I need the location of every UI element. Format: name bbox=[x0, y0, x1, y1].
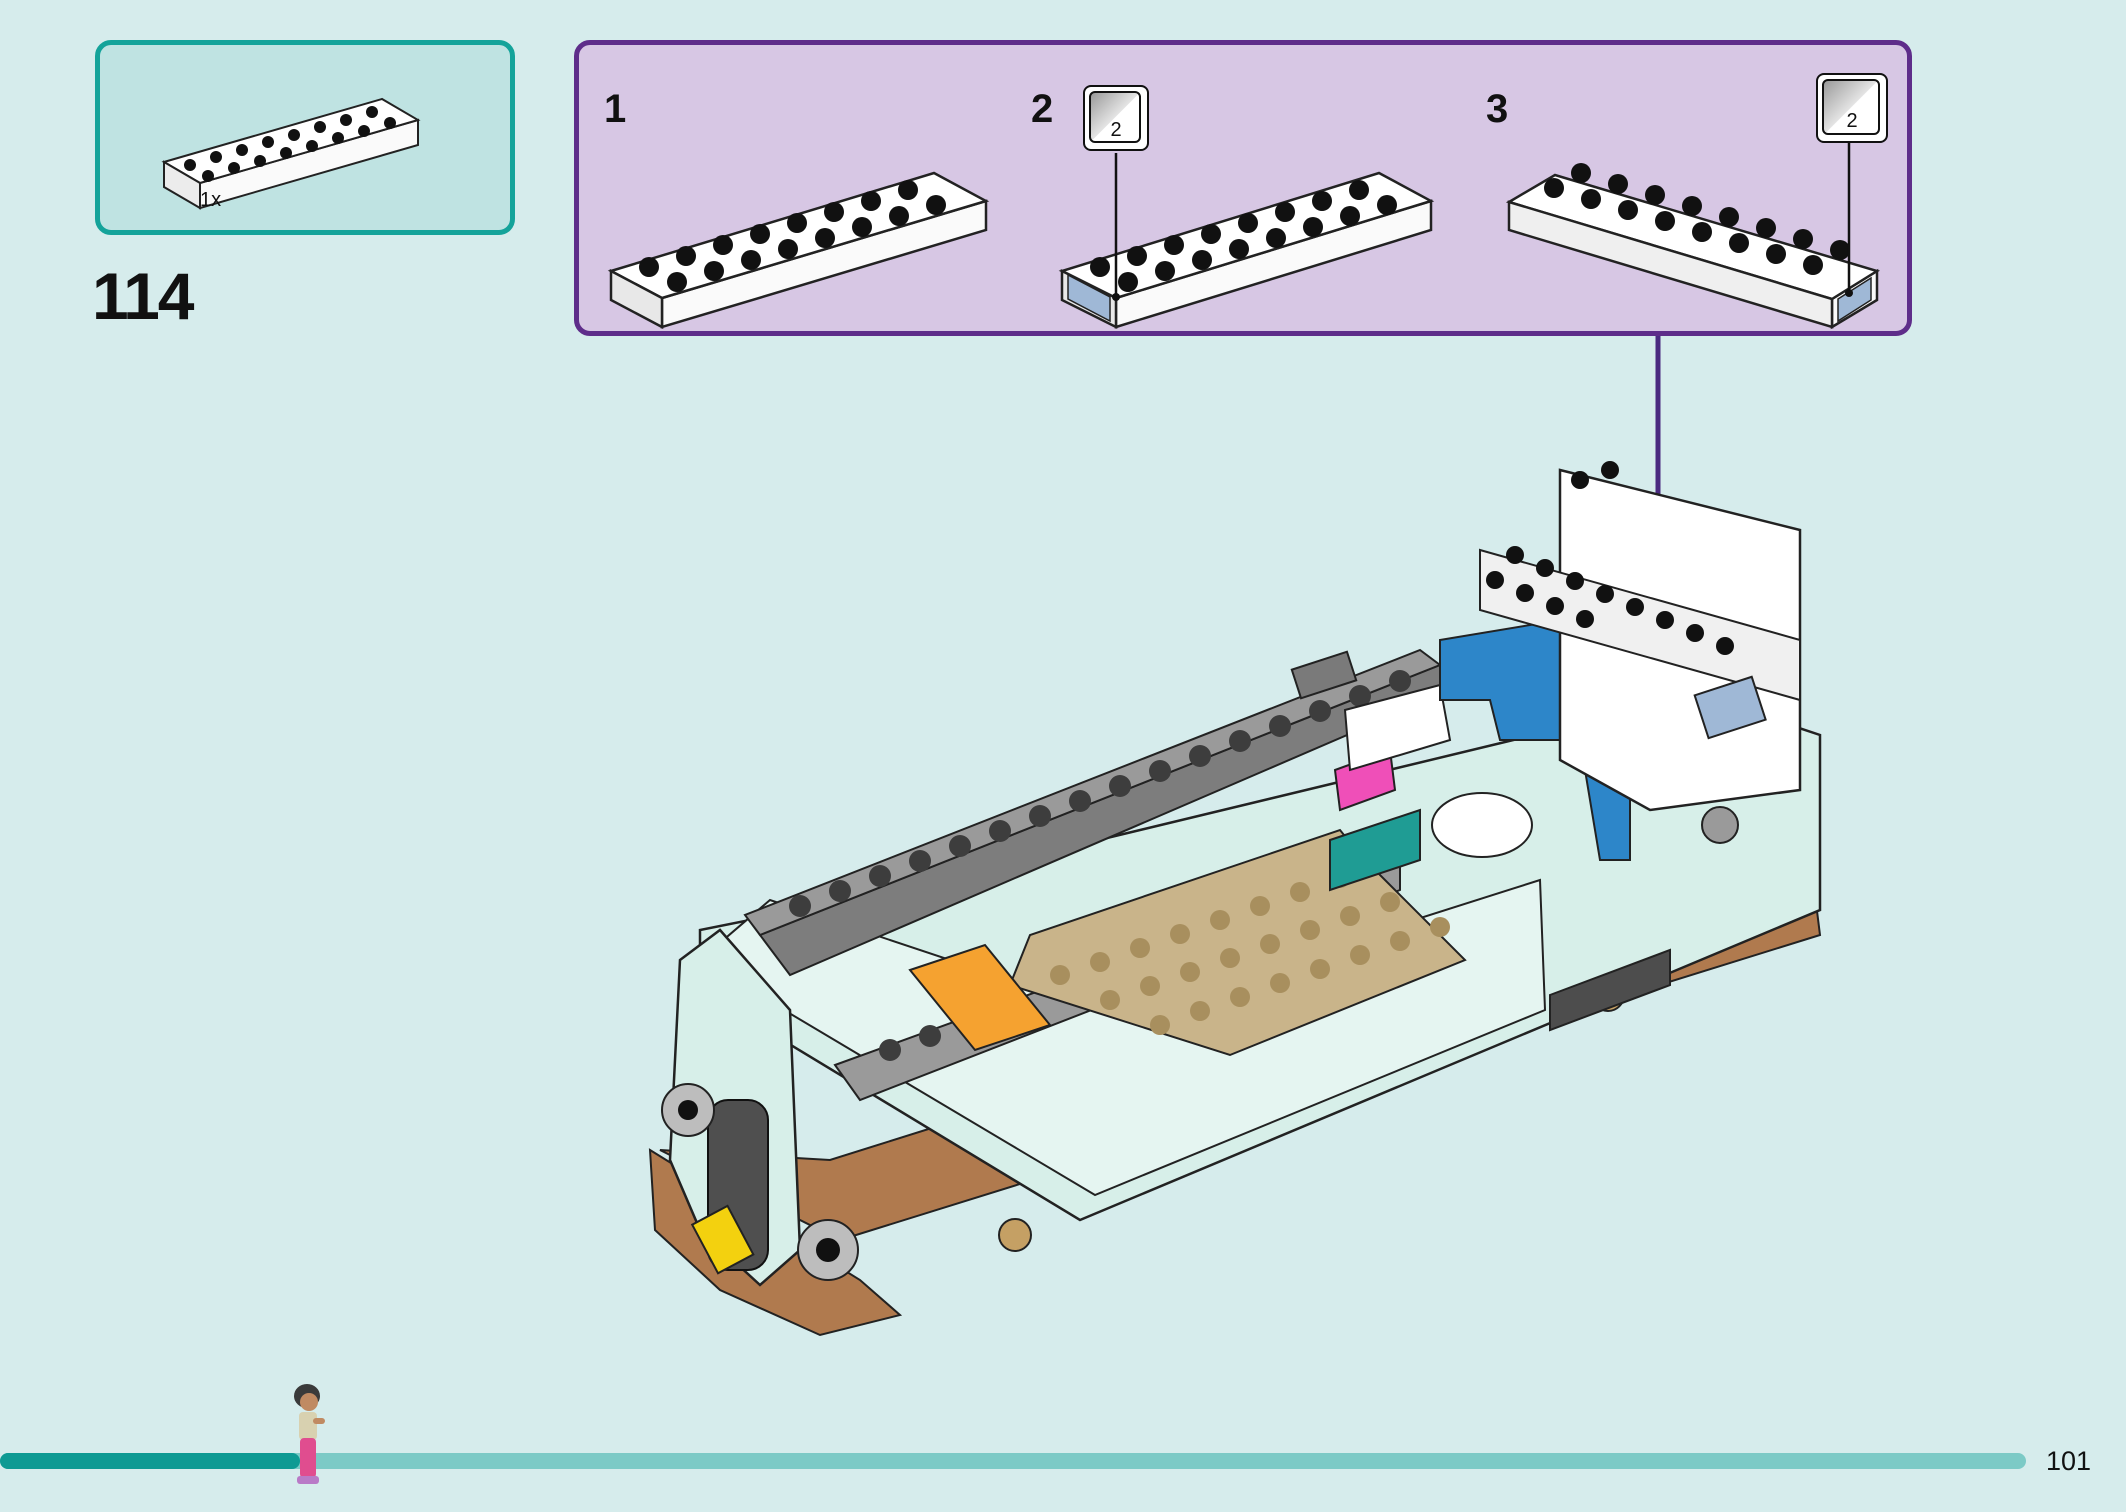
part-quantity: 1x bbox=[200, 189, 222, 211]
substep-callout: 1 2 3 bbox=[574, 40, 1912, 336]
page-number: 101 bbox=[2046, 1446, 2092, 1476]
step-number: 114 bbox=[92, 259, 194, 333]
progress-fill bbox=[0, 1453, 300, 1469]
substep-3-number: 3 bbox=[1486, 87, 1509, 131]
progress-track bbox=[0, 1453, 2026, 1469]
sticker-icon: 2 bbox=[1083, 85, 1149, 151]
sticker-number: 2 bbox=[1846, 110, 1858, 132]
white-brick-2x8-icon bbox=[1505, 143, 1881, 330]
substep-2-number: 2 bbox=[1031, 87, 1054, 131]
minifigure-icon bbox=[294, 1384, 325, 1484]
sticker-number: 2 bbox=[1110, 119, 1122, 141]
white-brick-2x8-icon bbox=[1058, 153, 1435, 330]
parts-callout: 1x bbox=[95, 40, 515, 235]
white-brick-2x8-icon bbox=[161, 97, 421, 210]
sticker-icon: 2 bbox=[1816, 73, 1888, 143]
substep-1-number: 1 bbox=[604, 87, 627, 131]
white-brick-2x8-icon bbox=[607, 171, 990, 330]
